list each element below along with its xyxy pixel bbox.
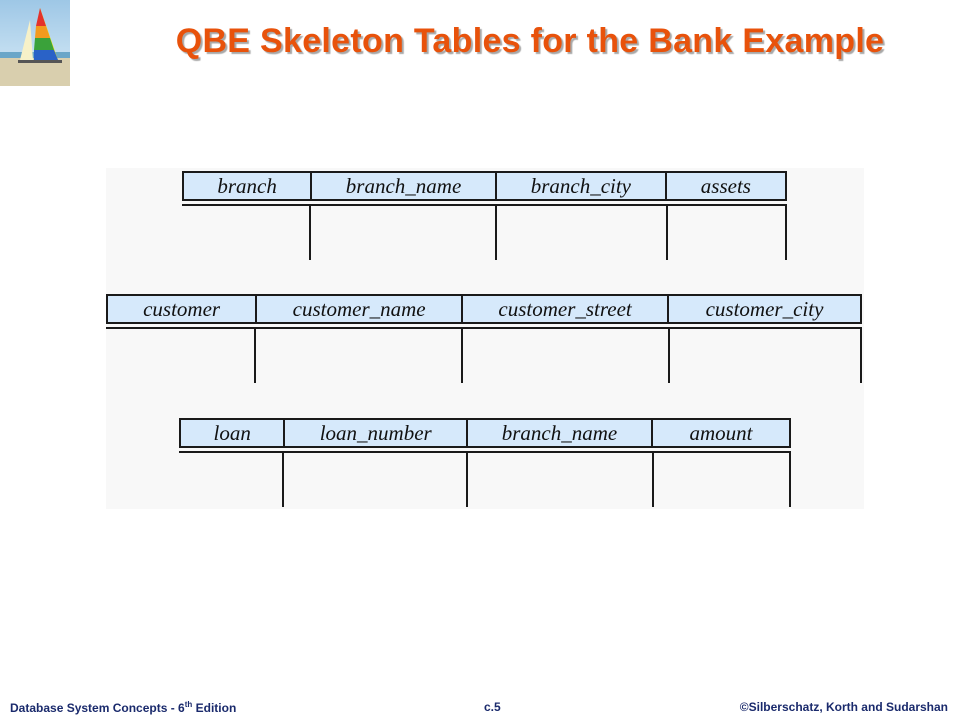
empty-cell	[497, 206, 668, 260]
empty-cell	[468, 453, 654, 507]
empty-cell	[668, 206, 787, 260]
footer-edition-suffix: Edition	[192, 701, 237, 715]
empty-cell	[311, 206, 497, 260]
empty-cell	[182, 206, 311, 260]
column-header: branch	[184, 173, 313, 199]
column-header: customer_city	[705, 296, 824, 321]
skeleton-tables-figure: branch branch_name branch_city assets cu…	[106, 168, 864, 509]
footer-book-title: Database System Concepts - 6th Edition	[10, 700, 236, 715]
slide-footer: Database System Concepts - 6th Edition c…	[0, 700, 960, 716]
empty-cell	[179, 453, 284, 507]
footer-edition-sup: th	[184, 700, 193, 709]
column-header: branch_name	[312, 173, 497, 199]
footer-book-text: Database System Concepts - 6	[10, 701, 185, 715]
column-header: customer_name	[257, 296, 464, 322]
table-header: loan loan_number branch_name amount	[179, 418, 791, 448]
sailboat-logo-icon	[0, 0, 70, 86]
column-header: branch_city	[497, 173, 667, 199]
skeleton-table-customer: customer customer_name customer_street c…	[106, 294, 862, 383]
column-header: loan_number	[285, 420, 469, 446]
empty-cell	[256, 329, 463, 383]
empty-cell	[106, 329, 256, 383]
empty-cell	[284, 453, 468, 507]
table-header: customer customer_name customer_street c…	[106, 294, 862, 324]
column-header: branch_name	[468, 420, 653, 446]
footer-copyright: ©Silberschatz, Korth and Sudarshan	[739, 700, 948, 714]
empty-cell	[463, 329, 670, 383]
table-body	[182, 204, 787, 260]
column-header: assets	[700, 173, 751, 198]
slide-title: QBE Skeleton Tables for the Bank Example	[175, 22, 885, 60]
column-header: loan	[181, 420, 286, 446]
column-header: customer	[108, 296, 258, 322]
column-header: amount	[689, 420, 753, 445]
skeleton-table-branch: branch branch_name branch_city assets	[182, 171, 787, 260]
empty-cell	[670, 329, 862, 383]
skeleton-table-loan: loan loan_number branch_name amount	[179, 418, 791, 507]
table-body	[106, 327, 862, 383]
empty-cell	[654, 453, 791, 507]
table-body	[179, 451, 791, 507]
table-header: branch branch_name branch_city assets	[182, 171, 787, 201]
column-header: customer_street	[463, 296, 670, 322]
footer-page-number: c.5	[484, 700, 501, 714]
